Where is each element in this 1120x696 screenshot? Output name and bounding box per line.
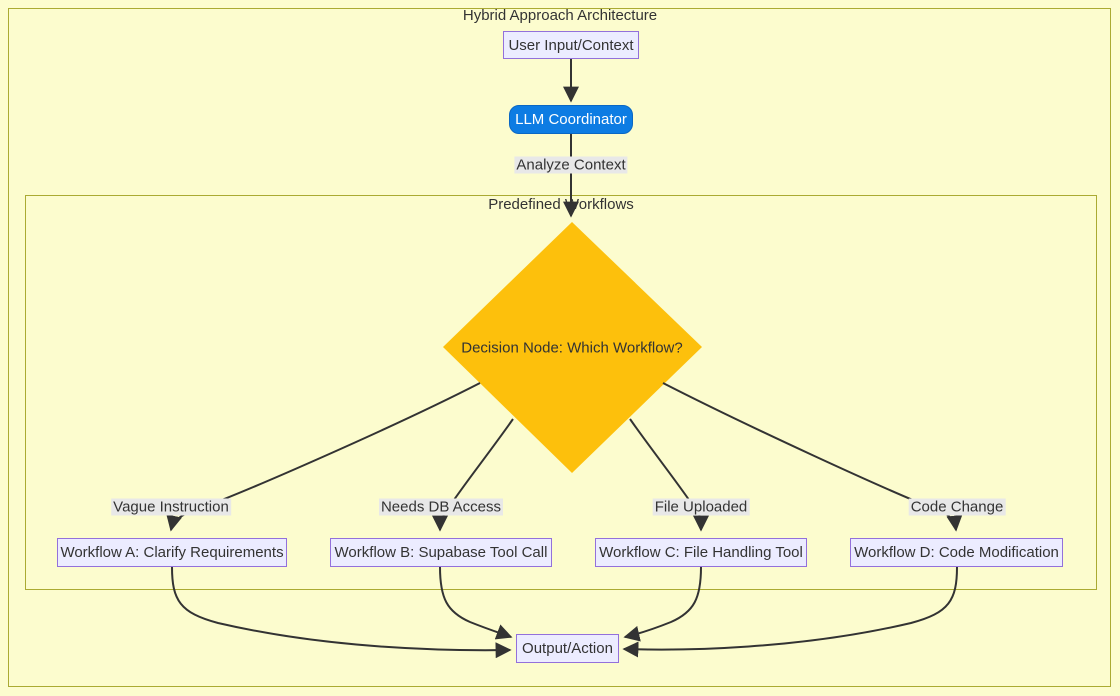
subgraph-title: Predefined Workflows: [488, 196, 634, 213]
edge-decision-to-workflow-d: [662, 382, 963, 532]
edge-workflow-b-to-output: [439, 566, 513, 640]
edge-label-needs-db-access: Needs DB Access: [378, 498, 504, 516]
edge-workflow-c-to-output: [623, 566, 702, 642]
node-decision-label: Decision Node: Which Workflow?: [461, 339, 683, 357]
edge-label-file-uploaded: File Uploaded: [652, 498, 750, 516]
edge-label-analyze-context: Analyze Context: [514, 156, 628, 174]
node-output-action: Output/Action: [516, 634, 619, 663]
subgraph-predefined-workflows: [25, 195, 1097, 590]
node-workflow-c: Workflow C: File Handling Tool: [595, 538, 807, 567]
node-workflow-d: Workflow D: Code Modification: [850, 538, 1063, 567]
node-workflow-b: Workflow B: Supabase Tool Call: [330, 538, 552, 567]
node-user-input: User Input/Context: [503, 31, 639, 59]
edge-decision-to-workflow-a: [166, 382, 481, 532]
decision-diamond-shape: [443, 222, 702, 473]
edge-label-code-change: Code Change: [908, 498, 1006, 516]
diagram-title: Hybrid Approach Architecture: [462, 7, 658, 24]
edge-workflow-a-to-output: [171, 566, 512, 659]
edge-workflow-d-to-output: [622, 566, 958, 658]
node-llm-coordinator: LLM Coordinator: [509, 105, 633, 134]
edge-label-vague-instruction: Vague Instruction: [111, 498, 231, 516]
node-workflow-a: Workflow A: Clarify Requirements: [57, 538, 287, 567]
diagram-outer-border: [8, 8, 1111, 687]
